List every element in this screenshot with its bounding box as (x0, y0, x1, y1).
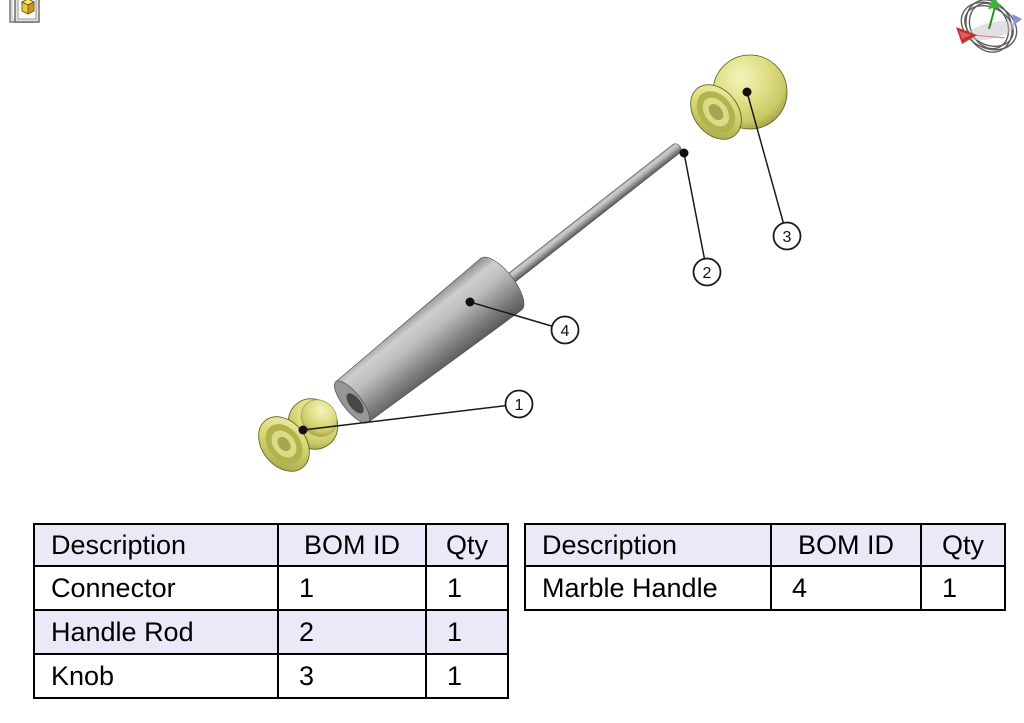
part-handle-rod[interactable] (501, 142, 683, 288)
column-header-description: Description (33, 523, 279, 567)
leader-lines (302, 91, 788, 431)
connector-flange-recess (277, 436, 291, 452)
cell-description: Marble Handle (524, 565, 772, 611)
table-row: Handle Rod 2 1 (33, 609, 509, 655)
cell-description: Knob (33, 653, 279, 699)
cell-qty: 1 (425, 653, 509, 699)
balloon-1[interactable]: 1 (504, 389, 534, 419)
marble-handle-bore-hole (346, 393, 364, 414)
part-cube-glyph (20, 0, 36, 15)
knob-flange-recess (708, 104, 724, 120)
column-header-bom-id: BOM ID (770, 523, 922, 567)
balloon-label: 3 (783, 229, 792, 246)
bom-table-2[interactable]: Description BOM ID Qty Marble Handle 4 1 (524, 523, 1006, 611)
cell-qty: 1 (425, 565, 509, 611)
rod-body (503, 143, 682, 286)
balloon-2[interactable]: 2 (692, 257, 722, 287)
column-header-description: Description (524, 523, 772, 567)
bom-table-1[interactable]: Description BOM ID Qty Connector 1 1 Han… (33, 523, 509, 699)
leader-dots (298, 87, 752, 435)
table-header-row: Description BOM ID Qty (524, 523, 1006, 567)
leader-line-4 (469, 301, 566, 331)
column-header-qty: Qty (920, 523, 1006, 567)
leader-dot-4 (465, 297, 475, 307)
green-axis-arrow[interactable] (988, 0, 1001, 30)
drawing-sheet-icon[interactable] (8, 0, 44, 30)
balloon-3[interactable]: 3 (772, 221, 802, 251)
cell-bom-id: 2 (277, 609, 427, 655)
cell-description: Handle Rod (33, 609, 279, 655)
leader-dot-3 (742, 87, 752, 97)
balloon-label: 1 (515, 397, 524, 414)
leader-line-2 (683, 152, 708, 273)
leader-line-1 (302, 403, 520, 431)
blue-axis-arrow[interactable] (1012, 14, 1022, 25)
column-header-qty: Qty (425, 523, 509, 567)
orientation-gimbal-icon[interactable] (952, 0, 1024, 58)
cell-description: Connector (33, 565, 279, 611)
balloon-4[interactable]: 4 (550, 315, 580, 345)
cell-qty: 1 (920, 565, 1006, 611)
table-header-row: Description BOM ID Qty (33, 523, 509, 567)
cell-bom-id: 1 (277, 565, 427, 611)
cell-bom-id: 4 (770, 565, 922, 611)
cell-bom-id: 3 (277, 653, 427, 699)
part-connector[interactable] (248, 389, 348, 481)
balloon-label: 2 (703, 265, 712, 282)
cell-qty: 1 (425, 609, 509, 655)
table-row: Knob 3 1 (33, 653, 509, 699)
table-row: Marble Handle 4 1 (524, 565, 1006, 611)
exploded-assembly-view: 1 2 3 4 (248, 54, 802, 481)
column-header-bom-id: BOM ID (277, 523, 427, 567)
part-knob[interactable] (680, 54, 788, 149)
balloon-label: 4 (561, 323, 570, 340)
leader-line-3 (746, 91, 788, 237)
leader-dot-1 (298, 425, 308, 435)
marble-handle-body (335, 256, 525, 423)
red-axis-cone[interactable] (956, 27, 977, 44)
leader-dot-2 (679, 148, 689, 158)
table-row: Connector 1 1 (33, 565, 509, 611)
